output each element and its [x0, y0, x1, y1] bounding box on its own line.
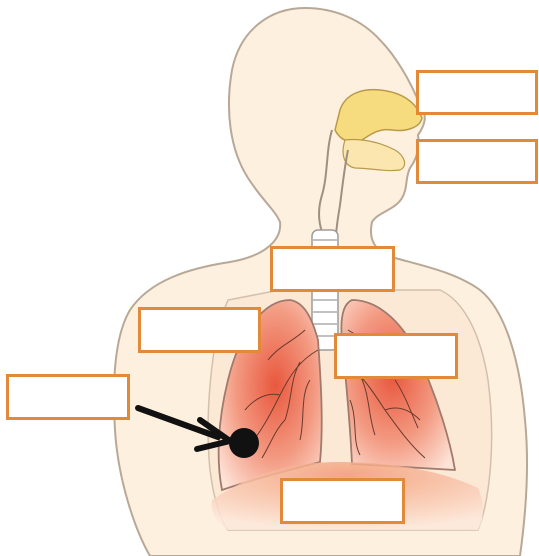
label-box-diaphragm[interactable]: [280, 478, 405, 524]
pointer-dot: [229, 428, 259, 458]
label-box-alveoli[interactable]: [6, 374, 130, 420]
label-box-nasal[interactable]: [416, 70, 538, 115]
label-box-trachea[interactable]: [270, 246, 395, 292]
label-box-mouth[interactable]: [416, 139, 538, 184]
label-box-bronchus[interactable]: [138, 307, 261, 353]
label-box-lung[interactable]: [334, 333, 458, 379]
